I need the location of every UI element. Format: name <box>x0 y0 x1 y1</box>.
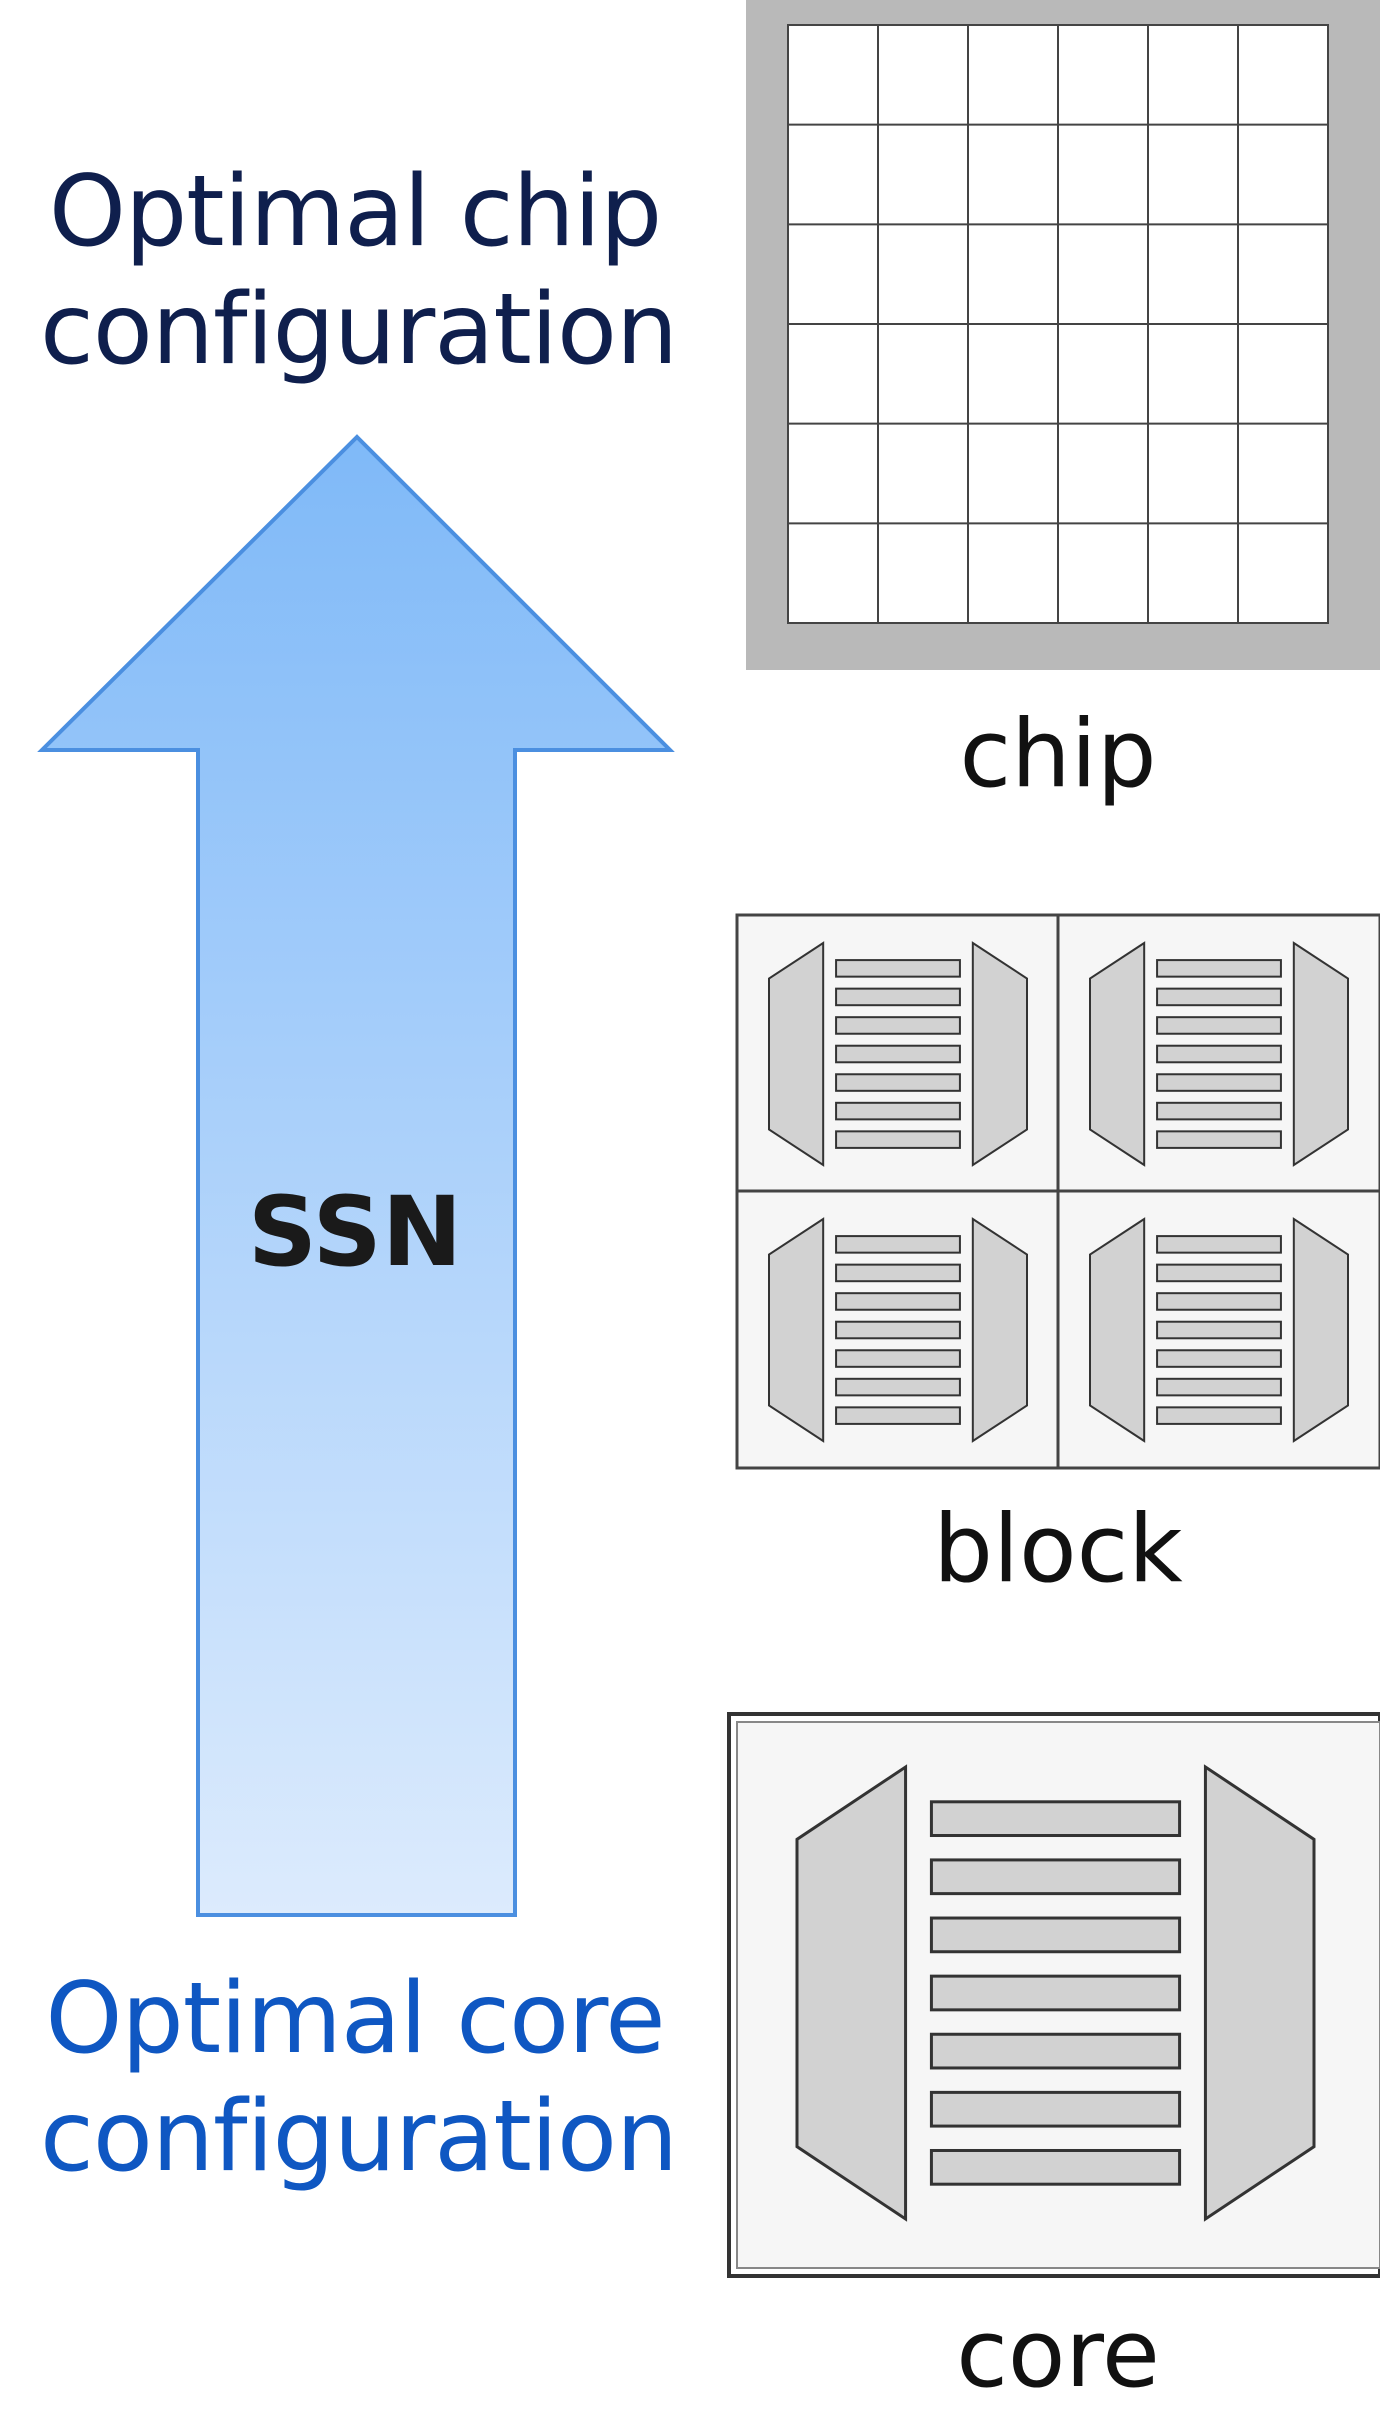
core-bar <box>835 1406 961 1425</box>
left-trapezoid <box>768 941 825 1167</box>
core-unit-shape <box>1089 1217 1349 1443</box>
chip-caption: chip <box>959 700 1157 809</box>
core-bar <box>929 1916 1182 1954</box>
right-trapezoid <box>1292 941 1349 1167</box>
right-trapezoid <box>971 1217 1028 1443</box>
core-bar <box>835 1130 961 1149</box>
core-bar <box>835 1349 961 1368</box>
core-bar <box>929 2090 1182 2128</box>
left-trapezoid <box>768 1217 825 1443</box>
left-trapezoid <box>1089 1217 1146 1443</box>
right-trapezoid <box>1292 1217 1349 1443</box>
core-bar <box>1156 987 1282 1007</box>
core-bar <box>1156 1349 1282 1368</box>
core-unit-shape <box>795 1764 1316 2222</box>
ssn-label: SSN <box>248 1176 462 1288</box>
core-bar <box>1156 959 1282 978</box>
core-bar <box>929 2148 1182 2186</box>
chip-diagram <box>746 0 1380 670</box>
right-trapezoid <box>1203 1764 1316 2222</box>
core-bar <box>1156 1406 1282 1425</box>
core-bar <box>1156 1044 1282 1064</box>
core-bar <box>929 2032 1182 2070</box>
block-core-units <box>768 941 1349 1443</box>
core-bar <box>835 1320 961 1340</box>
core-bar <box>929 1974 1182 2012</box>
core-bar <box>835 959 961 978</box>
block-diagram <box>735 913 1380 1470</box>
core-bar <box>835 1235 961 1254</box>
core-bar <box>835 1292 961 1311</box>
core-bar <box>929 1800 1182 1838</box>
core-bar <box>929 1858 1182 1896</box>
optimal-chip-configuration-label: Optimal chip configuration <box>40 155 678 387</box>
core-diagram <box>727 1712 1380 2278</box>
core-bar <box>1156 1377 1282 1397</box>
core-bar <box>1156 1292 1282 1311</box>
core-bar <box>1156 1101 1282 1121</box>
core-bar <box>1156 1016 1282 1035</box>
core-bar <box>835 1263 961 1283</box>
core-bar <box>1156 1235 1282 1254</box>
core-unit-shape <box>768 1217 1028 1443</box>
core-unit-shape <box>768 941 1028 1167</box>
core-bar <box>835 987 961 1007</box>
right-trapezoid <box>971 941 1028 1167</box>
block-caption: block <box>933 1495 1183 1604</box>
core-bar <box>1156 1320 1282 1340</box>
core-bar <box>1156 1263 1282 1283</box>
core-caption: core <box>956 2300 1160 2409</box>
optimal-core-configuration-label: Optimal core configuration <box>40 1962 678 2194</box>
left-trapezoid <box>795 1764 908 2222</box>
upward-arrow <box>37 434 675 1917</box>
left-trapezoid <box>1089 941 1146 1167</box>
core-bar <box>1156 1073 1282 1092</box>
core-bar <box>835 1044 961 1064</box>
core-bar <box>835 1016 961 1035</box>
core-bar <box>835 1377 961 1397</box>
core-bar <box>835 1073 961 1092</box>
core-unit <box>795 1764 1316 2222</box>
core-bar <box>1156 1130 1282 1149</box>
chip-grid-lines <box>788 25 1328 623</box>
core-bar <box>835 1101 961 1121</box>
core-unit-shape <box>1089 941 1349 1167</box>
